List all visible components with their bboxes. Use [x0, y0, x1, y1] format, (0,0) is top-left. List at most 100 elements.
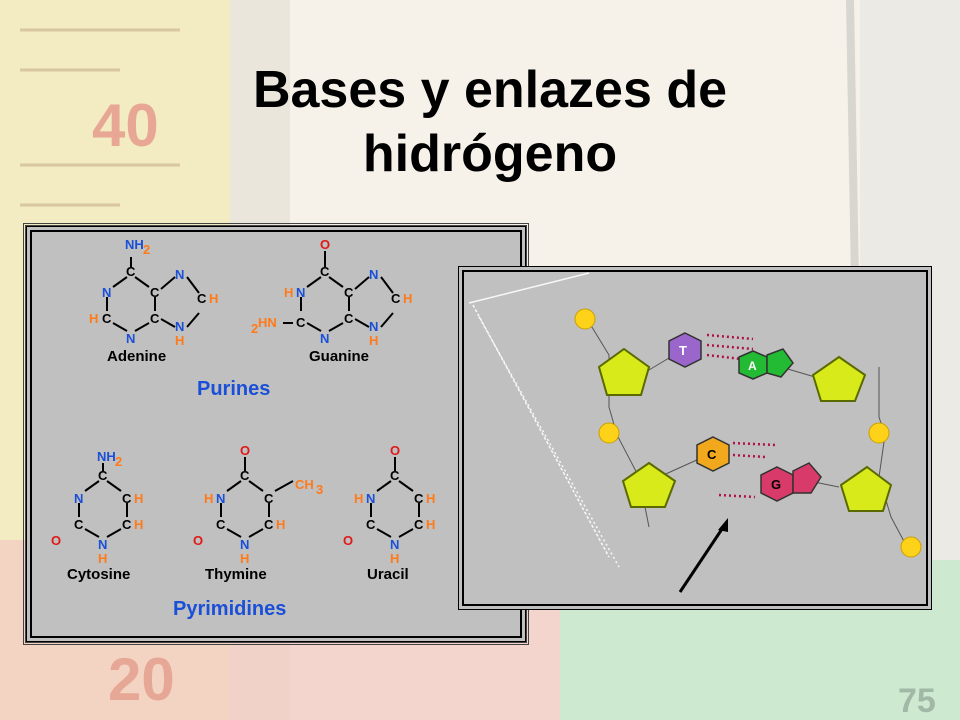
- thymine-hexagon: [668, 332, 702, 368]
- sugar-groups: [597, 347, 893, 512]
- atom-c: C: [366, 517, 376, 532]
- phosphate-groups: [574, 308, 922, 558]
- adenine-pentagon: [766, 348, 794, 378]
- atom-h: H: [369, 333, 378, 348]
- atom-o: O: [320, 237, 330, 252]
- panel-frame: [30, 230, 522, 638]
- base-letter-g: G: [771, 477, 781, 492]
- atom-c: C: [122, 491, 132, 506]
- atom-c: C: [344, 311, 354, 326]
- adenine-structure: NH 2 C N C H C C N N C H N H Adenine: [89, 237, 218, 365]
- atom-n: N: [390, 537, 399, 552]
- atom-n: N: [102, 285, 111, 300]
- atom-h: H: [209, 291, 218, 306]
- guanine-structure: O C H N C 2 HN C C N N C H N H Guanine: [251, 237, 412, 365]
- bg-number-20: 20: [108, 646, 175, 713]
- base-pair-t-a: T A: [668, 332, 794, 380]
- atom-c: C: [390, 468, 400, 483]
- dna-diagram: T A C G: [468, 272, 922, 568]
- atom-c: C: [296, 315, 306, 330]
- atom-n: N: [369, 319, 378, 334]
- cytosine-structure: NH 2 C N C H O C C H N H Cytosine: [51, 449, 143, 583]
- slide-title: Bases y enlazes de hidrógeno: [180, 58, 800, 186]
- molecule-label-uracil: Uracil: [367, 566, 409, 583]
- atom-h: H: [240, 551, 249, 566]
- atom-c: C: [126, 264, 136, 279]
- atom-n: N: [98, 537, 107, 552]
- atom-n: N: [216, 491, 225, 506]
- guanine-pentagon: [792, 462, 822, 494]
- atom-c: C: [122, 517, 132, 532]
- title-line-2: hidrógeno: [362, 125, 618, 183]
- atom-h: H: [403, 291, 412, 306]
- atom-h: H: [134, 517, 143, 532]
- phosphate-circle: [574, 308, 596, 330]
- atom-c: C: [102, 311, 112, 326]
- sugar-pentagon: [839, 465, 893, 512]
- atom-n: N: [320, 331, 329, 346]
- arrow-head-icon: [718, 518, 728, 532]
- atom-o: O: [51, 533, 61, 548]
- atom-n: N: [126, 331, 135, 346]
- atom-c: C: [197, 291, 207, 306]
- atom-h: H: [390, 551, 399, 566]
- atom-h: H: [204, 491, 213, 506]
- molecule-label-adenine: Adenine: [107, 348, 166, 365]
- base-letter-a: A: [748, 359, 757, 373]
- atom-c: C: [391, 291, 401, 306]
- atom-c: C: [414, 491, 424, 506]
- atom-n: N: [175, 267, 184, 282]
- amino-group: HN: [258, 315, 277, 330]
- atom-c: C: [150, 311, 160, 326]
- atom-h: H: [426, 491, 435, 506]
- dna-pairing-panel: T A C G: [458, 266, 932, 610]
- atom-n: N: [175, 319, 184, 334]
- title-line-1: Bases y enlazes de: [252, 61, 728, 119]
- molecule-label-thymine: Thymine: [205, 566, 267, 583]
- atom-c: C: [264, 491, 274, 506]
- uracil-structure: O C H N C H O C C H N H Uracil: [343, 443, 435, 583]
- atom-n: N: [369, 267, 378, 282]
- superscript: 2: [251, 321, 258, 336]
- atom-c: C: [264, 517, 274, 532]
- atom-n: NH: [125, 237, 144, 252]
- atom-c: C: [150, 285, 160, 300]
- phosphate-circle: [598, 422, 620, 444]
- subscript: 3: [316, 482, 323, 497]
- base-pair-c-g: C G: [696, 436, 822, 502]
- atom-n: N: [366, 491, 375, 506]
- atom-n: N: [240, 537, 249, 552]
- pyrimidines-label: Pyrimidines: [173, 598, 286, 620]
- atom-h: H: [284, 285, 293, 300]
- atom-h: H: [276, 517, 285, 532]
- atom-n: N: [296, 285, 305, 300]
- arrow-shaft: [678, 525, 726, 593]
- atom-o: O: [193, 533, 203, 548]
- atom-h: H: [89, 311, 98, 326]
- thymine-structure: O C H N C CH 3 O C C H N H Thymine: [193, 443, 323, 583]
- atom-h: H: [98, 551, 107, 566]
- atom-c: C: [344, 285, 354, 300]
- phosphate-circle: [900, 536, 922, 558]
- atom-c: C: [216, 517, 226, 532]
- base-letter-c: C: [707, 447, 717, 462]
- molecule-label-guanine: Guanine: [309, 348, 369, 365]
- atom-o: O: [240, 443, 250, 458]
- base-letter-t: T: [679, 343, 687, 358]
- phosphate-circle: [868, 422, 890, 444]
- atom-h: H: [175, 333, 184, 348]
- subscript: 2: [143, 242, 150, 257]
- atom-n: NH: [97, 449, 116, 464]
- sugar-pentagon: [597, 347, 651, 396]
- sugar-pentagon: [621, 461, 677, 508]
- sugar-pentagon: [811, 355, 867, 402]
- subscript: 2: [115, 454, 122, 469]
- purines-label: Purines: [197, 378, 270, 400]
- atom-c: C: [74, 517, 84, 532]
- atom-c: C: [320, 264, 330, 279]
- atom-o: O: [390, 443, 400, 458]
- atom-c: C: [240, 468, 250, 483]
- bg-number-40: 40: [92, 92, 159, 159]
- atom-h: H: [354, 491, 363, 506]
